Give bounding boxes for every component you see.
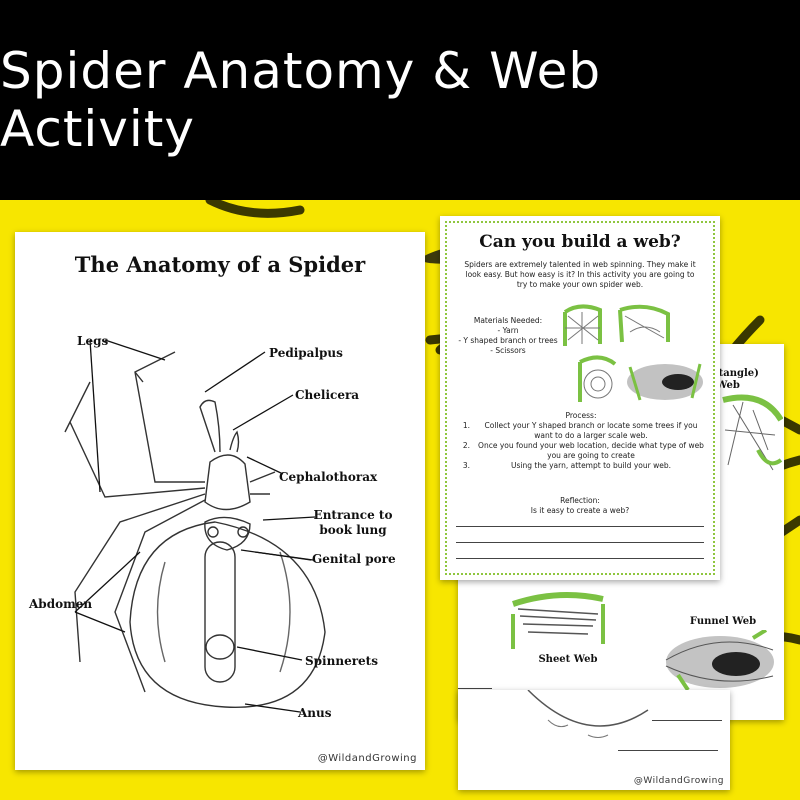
reflection-block: Reflection: Is it easy to create a web? (460, 496, 700, 516)
reflection-question: Is it easy to create a web? (530, 506, 630, 515)
process-step: 1. Collect your Y shaped branch or locat… (462, 421, 698, 440)
label-cephalothorax: Cephalothorax (279, 470, 378, 484)
material-item: - Yarn (497, 326, 519, 335)
funnel-web-drawing (665, 630, 774, 692)
materials-heading: Materials Needed: (473, 316, 543, 325)
intro-text: Spiders are extremely talented in web sp… (464, 260, 696, 289)
anatomy-page: The Anatomy of a Spider (15, 232, 425, 770)
answer-line (618, 750, 718, 751)
credit-watermark: @WildandGrowing (633, 776, 724, 786)
answer-line (456, 526, 704, 527)
title-banner: Spider Anatomy & Web Activity (0, 0, 800, 200)
material-item: - Y shaped branch or trees (458, 336, 558, 345)
bottom-partial-page: @WildandGrowing (458, 690, 730, 790)
tangle-web-drawing (722, 394, 783, 471)
answer-line (456, 542, 704, 543)
spider-diagram (64, 339, 326, 713)
materials-block: Materials Needed: - Yarn - Y shaped bran… (458, 316, 558, 356)
process-heading: Process: (565, 411, 597, 420)
label-anus: Anus (298, 706, 332, 720)
funnel-web-label: Funnel Web (689, 616, 757, 627)
tangle-web-label-line2: Web (716, 380, 740, 391)
sheet-web-label: Sheet Web (538, 654, 598, 665)
dotted-border (445, 221, 715, 575)
credit-watermark: @WildandGrowing (317, 753, 417, 764)
answer-line (458, 688, 492, 689)
reflection-heading: Reflection: (560, 496, 600, 505)
material-item: - Scissors (490, 346, 526, 355)
process-step: 2. Once you found your web location, dec… (462, 441, 704, 460)
banner-title: Spider Anatomy & Web Activity (0, 42, 602, 158)
label-abdomen: Abdomen (29, 597, 93, 611)
web-photos (563, 304, 703, 402)
label-chelicera: Chelicera (295, 388, 360, 402)
process-block: Process: 1. Collect your Y shaped branch… (456, 411, 706, 471)
tangle-web-label-line1: eb (tangle) (697, 368, 759, 379)
answer-line (652, 720, 722, 721)
process-step: 3. Using the yarn, attempt to build your… (462, 461, 671, 470)
label-spinnerets: Spinnerets (305, 654, 378, 668)
build-web-worksheet: Can you build a web? Spiders are extreme… (440, 216, 720, 580)
sheet-web-drawing (511, 592, 605, 649)
label-legs: Legs (77, 334, 109, 348)
label-book-lung: Entrance to book lung (313, 508, 393, 537)
worksheet-title: Can you build a web? (479, 232, 681, 252)
spider-abdomen-sketch (527, 690, 649, 738)
answer-line (456, 558, 704, 559)
label-pedipalpus: Pedipalpus (269, 346, 343, 360)
label-genital-pore: Genital pore (312, 552, 396, 566)
anatomy-title: The Anatomy of a Spider (74, 252, 366, 277)
